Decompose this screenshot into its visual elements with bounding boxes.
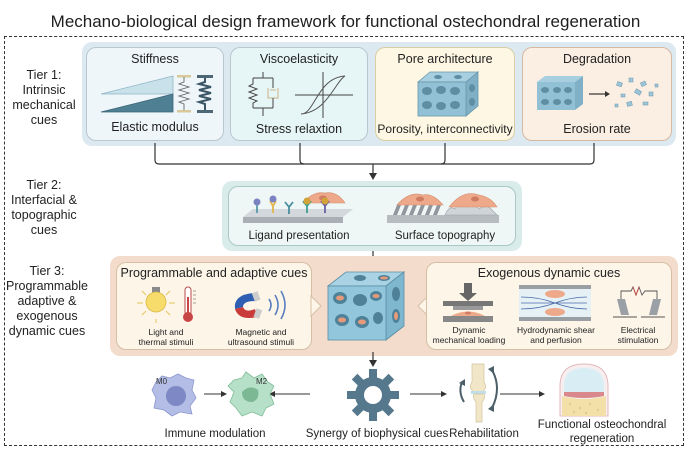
programmable-cues-title: Programmable and adaptive cues xyxy=(120,266,308,280)
tier1-label: Tier 1: Intrinsic mechanical cues xyxy=(8,68,80,128)
gear-icon xyxy=(347,369,399,421)
surface-topography-icon xyxy=(387,193,499,223)
mechanical-loading-caption: Dynamic mechanical loading xyxy=(427,325,511,345)
exogenous-cues-card: Exogenous dynamic cues Dynamic mechanica… xyxy=(426,262,672,350)
flow-channel-icon xyxy=(519,285,591,321)
knee-joint-rehab-icon xyxy=(459,363,498,423)
tier3-label-line: Tier 3: xyxy=(29,264,65,278)
functional-regeneration-label: Functional osteochondral regeneration xyxy=(524,418,680,446)
exogenous-cues-title: Exogenous dynamic cues xyxy=(477,266,621,280)
tier2-label-line: topographic xyxy=(11,208,77,222)
tier1-label-line: cues xyxy=(30,113,58,127)
caption-line: Electrical xyxy=(620,325,656,335)
m2-label: M2 xyxy=(256,377,268,386)
card-title: Pore architecture xyxy=(397,52,493,66)
tier3-label-line: exogenous xyxy=(16,309,78,323)
dashed-frame xyxy=(4,36,684,446)
electrode-circuit-icon xyxy=(613,285,665,318)
arrow-head xyxy=(441,391,447,397)
label-line: regeneration xyxy=(569,433,635,445)
card-caption: Stress relaxtion xyxy=(255,122,343,136)
programmable-cues-card: Programmable and adaptive cues Light and… xyxy=(116,262,312,350)
electrical-stimulation-caption: Electrical stimulation xyxy=(603,325,673,345)
magnet-ultrasound-icon xyxy=(234,290,286,320)
caption-line: Light and xyxy=(148,327,184,337)
card-title: Stiffness xyxy=(131,52,179,66)
ligand-receptor-icon xyxy=(243,192,353,223)
immune-modulation-label: Immune modulation xyxy=(164,428,266,440)
tier3-label-line: dynamic cues xyxy=(8,324,86,338)
left-callout-pointer xyxy=(310,294,322,318)
magnetic-ultrasound-caption: Magnetic and ultrasound stimuli xyxy=(213,327,309,347)
card-title: Degradation xyxy=(562,52,632,66)
tier2-label-line: cues xyxy=(30,223,58,237)
compression-press-icon xyxy=(443,283,493,322)
card-caption: Elastic modulus xyxy=(111,120,199,134)
card-caption: Porosity, interconnectivity xyxy=(377,122,513,136)
arrow-head xyxy=(269,391,275,397)
tier1-label-line: Intrinsic xyxy=(22,83,66,97)
ligand-caption: Ligand presentation xyxy=(248,230,350,242)
tier3-label-line: adaptive & xyxy=(17,294,77,308)
tier1-label-line: mechanical xyxy=(12,98,76,112)
tier2-label-line: Tier 2: xyxy=(26,178,62,192)
caption-line: thermal stimuli xyxy=(138,337,194,347)
arrow-head xyxy=(369,360,377,367)
lightbulb-thermometer-icon xyxy=(137,286,196,323)
tier2-label: Tier 2: Interfacial & topographic cues xyxy=(6,178,82,238)
tier3-label: Tier 3: Programmable adaptive & exogenou… xyxy=(6,264,88,339)
label-line: Functional osteochondral xyxy=(537,419,667,431)
figure-title: Mechano-biological design framework for … xyxy=(50,12,641,31)
osteochondral-tissue-icon xyxy=(559,363,609,417)
tier1-label-line: Tier 1: xyxy=(26,68,62,82)
shear-perfusion-caption: Hydrodynamic shear and perfusion xyxy=(511,325,601,345)
spring-dashpot-hysteresis-icon xyxy=(247,72,353,118)
arrow-head xyxy=(221,391,227,397)
arrow-head xyxy=(539,391,545,397)
card-degradation: Degradation Erosion rate xyxy=(522,47,672,141)
tier2-label-line: Interfacial & xyxy=(10,193,77,207)
porous-scaffold-icon xyxy=(416,71,480,117)
caption-line: and perfusion xyxy=(530,335,582,345)
stiffness-wedges-springs-icon xyxy=(100,75,213,113)
scaffold-erosion-icon xyxy=(537,76,659,110)
caption-line: mechanical loading xyxy=(432,335,506,345)
light-thermal-caption: Light and thermal stimuli xyxy=(125,327,207,347)
card-caption: Erosion rate xyxy=(563,122,631,136)
caption-line: Magnetic and xyxy=(235,327,287,337)
tier2-card: Ligand presentation Surface topography xyxy=(228,186,516,246)
m0-macrophage-icon: M0 xyxy=(151,373,197,417)
tier3-label-line: Programmable xyxy=(6,279,88,293)
m0-label: M0 xyxy=(156,377,168,386)
card-viscoelasticity: Viscoelasticity Stress relaxtion xyxy=(230,47,368,141)
card-stiffness: Stiffness Elastic modulus xyxy=(86,47,224,141)
topography-caption: Surface topography xyxy=(394,230,496,242)
cell-laden-scaffold-icon xyxy=(326,271,406,341)
card-pore-architecture: Pore architecture Porosity, interconnect… xyxy=(375,47,515,141)
synergy-label: Synergy of biophysical cues xyxy=(305,428,449,440)
card-title: Viscoelasticity xyxy=(259,52,339,66)
caption-line: Hydrodynamic shear xyxy=(517,325,595,335)
rehabilitation-label: Rehabilitation xyxy=(449,428,519,440)
m2-macrophage-icon: M2 xyxy=(227,371,275,417)
caption-line: Dynamic xyxy=(452,325,486,335)
caption-line: stimulation xyxy=(617,335,659,345)
arrow-head xyxy=(369,173,377,180)
caption-line: ultrasound stimuli xyxy=(227,337,295,347)
